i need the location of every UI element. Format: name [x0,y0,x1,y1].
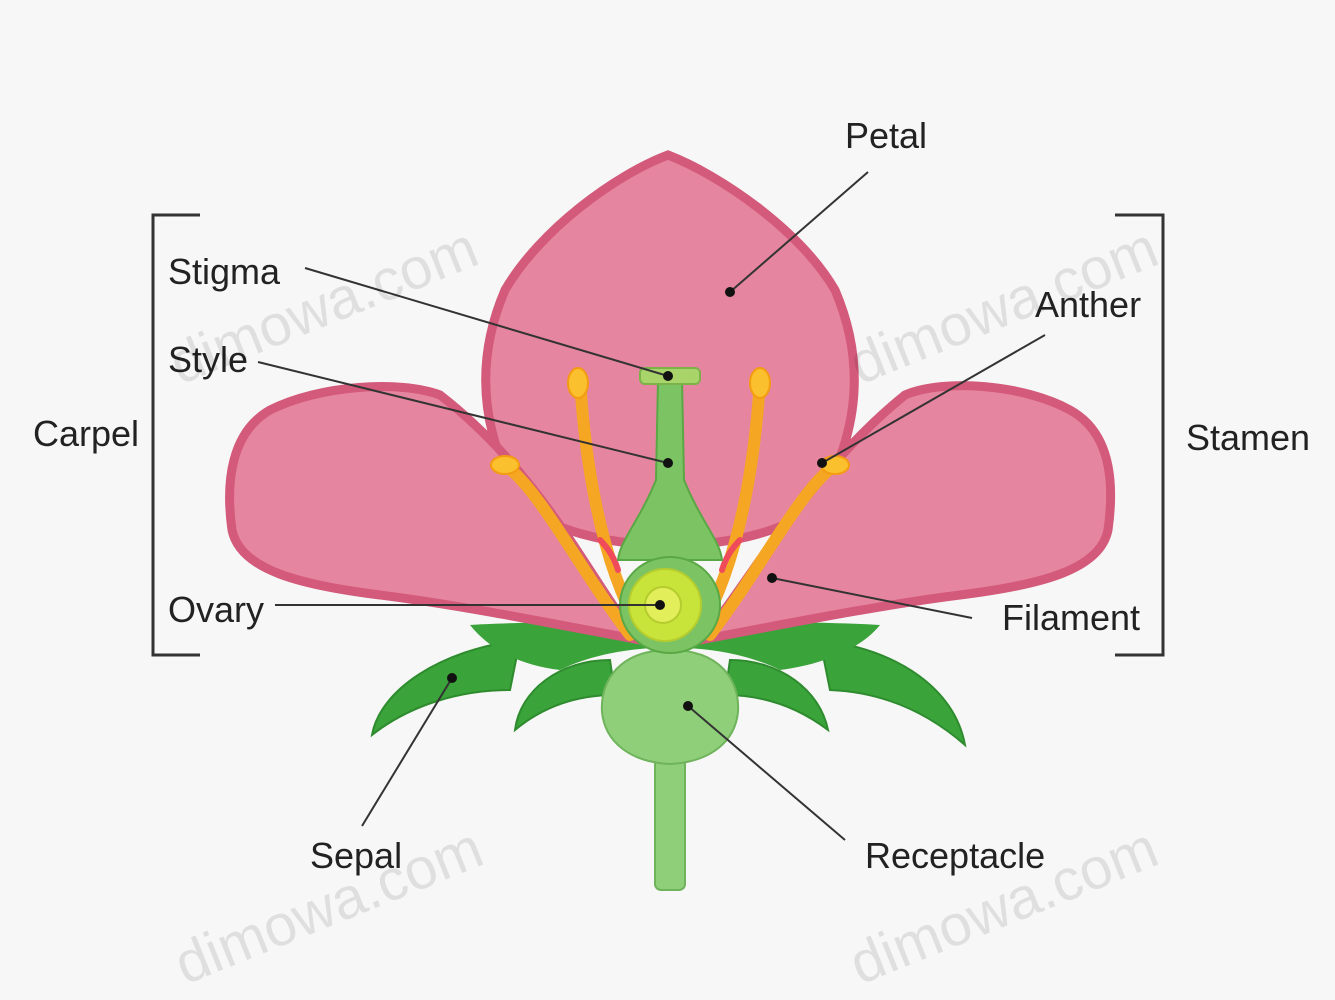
anther-1 [568,368,588,398]
label-filament: Filament [1002,597,1140,638]
label-carpel: Carpel [33,413,139,454]
dot-ovary [655,600,665,610]
sepal-left-inner [515,660,615,730]
dot-petal [725,287,735,297]
dot-anther [817,458,827,468]
receptacle-shape [602,650,738,764]
label-ovary: Ovary [168,589,264,630]
label-stigma: Stigma [168,251,281,292]
label-petal: Petal [845,115,927,156]
dot-stigma [663,371,673,381]
sepal-right-inner [725,660,828,730]
label-stamen: Stamen [1186,417,1310,458]
watermark-1: dimowa.com [161,215,487,397]
anther-2 [750,368,770,398]
anther-3 [491,456,519,474]
dot-receptacle [683,701,693,711]
sepal-right-outer [820,640,965,745]
receptacle-group [602,650,738,890]
dot-style [663,458,673,468]
dot-filament [767,573,777,583]
dot-sepal [447,673,457,683]
